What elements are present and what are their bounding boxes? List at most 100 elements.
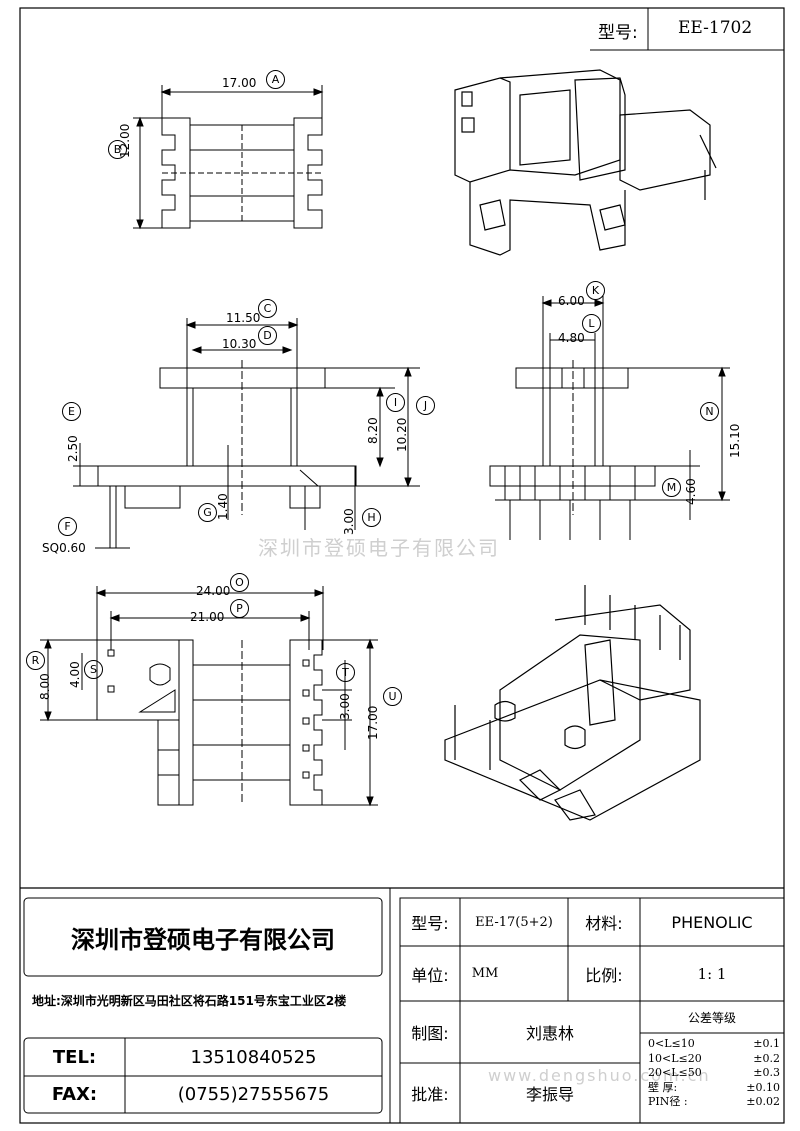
right-flange [293, 117, 323, 229]
pin-square [107, 649, 115, 657]
pin-square [302, 771, 310, 779]
tolerance-value: ±0.02 [746, 1095, 780, 1108]
tel-value: 13510840525 [190, 1046, 317, 1068]
pin-square [302, 689, 310, 697]
side-ribs [504, 466, 636, 500]
tolerance-range: 壁 厚: [648, 1080, 678, 1094]
arrow [160, 88, 171, 96]
dim-s-value: 4.00 [68, 661, 82, 688]
tolerance-row: 壁 厚:±0.10 [648, 1081, 780, 1096]
dim-c-value: 11.50 [226, 311, 261, 325]
arrow [594, 299, 605, 307]
top-view [133, 85, 324, 230]
dim-b-tag: B [108, 140, 127, 159]
arrow [95, 589, 106, 597]
iso2-boss [564, 725, 586, 750]
bottom-view [40, 586, 378, 807]
front-foot [124, 486, 181, 509]
dim-f-value: SQ0.60 [42, 541, 86, 555]
arrow [44, 711, 52, 722]
arrow [404, 477, 412, 488]
iso-pin [699, 134, 717, 169]
bottom-chamfer [138, 689, 176, 713]
iso-top [499, 69, 621, 176]
tolerance-row: 20<L≤50 ±0.3 [648, 1066, 780, 1081]
company-box [23, 897, 383, 977]
title-block-lines [20, 887, 785, 1124]
fax-value: (0755)27555675 [177, 1084, 330, 1105]
iso2-front-pins [454, 705, 491, 770]
arrow [313, 88, 324, 96]
arrow [44, 638, 52, 649]
tolerance-range: PIN径 : [648, 1095, 688, 1108]
fax-label: FAX: [51, 1084, 98, 1105]
pin-square [302, 659, 310, 667]
iso-right-flange [574, 77, 626, 181]
iso2-pins [584, 585, 681, 660]
side-base [489, 465, 656, 487]
dim-k-value: 6.00 [558, 294, 585, 308]
iso2-base [444, 679, 701, 821]
arrow [541, 299, 552, 307]
bottom-left-block [96, 639, 180, 721]
tb-scale-label: 比例: [585, 965, 623, 985]
tolerance-value: ±0.3 [753, 1066, 780, 1079]
tolerance-range: 20<L≤50 [648, 1066, 702, 1079]
arrow [136, 116, 144, 127]
front-view [73, 318, 420, 549]
dim-d-tag: D [258, 326, 277, 345]
dim-p-value: 21.00 [190, 610, 225, 624]
arrow [109, 614, 120, 622]
iso2-foot [518, 769, 562, 801]
pin-bend [299, 469, 319, 487]
dim-h-value: 3.00 [342, 508, 356, 535]
iso-notch [479, 199, 506, 231]
side-view [489, 296, 730, 540]
dim-g-value: 1.40 [216, 493, 230, 520]
pin-square [302, 744, 310, 752]
arrow [376, 386, 384, 397]
watermark-site: www.dengshuo.com.cn [488, 1066, 711, 1085]
arrow [366, 796, 374, 807]
header-model-value: EE-1702 [678, 18, 753, 38]
tolerance-range: 0<L≤10 [648, 1037, 695, 1050]
tolerance-title: 公差等级 [687, 1010, 736, 1025]
iso-view-bottom [444, 585, 701, 821]
arrow [718, 491, 726, 502]
tolerance-row: PIN径 : ±0.02 [648, 1095, 780, 1110]
iso-tab [461, 91, 473, 107]
arrow [718, 366, 726, 377]
side-top-flange [515, 367, 629, 389]
tolerance-row: 10<L≤20 ±0.2 [648, 1052, 780, 1067]
iso2-boss [494, 700, 516, 722]
tolerance-value: ±0.2 [753, 1051, 780, 1065]
tb-drawn-value: 刘惠林 [525, 1024, 574, 1043]
dim-i-value: 8.20 [366, 417, 380, 444]
tolerance-range: 10<L≤20 [648, 1051, 702, 1065]
side-pins [509, 500, 631, 540]
tb-scale-value: 1: 1 [697, 964, 727, 983]
iso2-window [584, 639, 616, 726]
dim-h-tag: H [362, 508, 381, 527]
tb-approve-label: 批准: [411, 1085, 449, 1104]
bottom-boss [149, 663, 171, 686]
dim-i-tag: I [386, 393, 405, 412]
iso-base [469, 182, 626, 256]
header-model-label: 型号: [598, 23, 638, 43]
dim-l-tag: L [582, 314, 601, 333]
iso2-body [499, 634, 641, 791]
dim-l-value: 4.80 [558, 331, 585, 345]
bottom-left-flange [178, 639, 194, 806]
tb-unit-label: 单位: [411, 965, 449, 985]
dim-d-value: 10.30 [222, 337, 257, 351]
tb-unit-value: MM [471, 966, 499, 981]
iso-notch [599, 204, 626, 231]
iso-tab [461, 117, 475, 133]
info-grid [399, 897, 785, 1124]
company-name: 深圳市登硕电子有限公司 [71, 925, 335, 954]
watermark-company: 深圳市登硕电子有限公司 [258, 536, 500, 560]
tb-model-value: EE-17(5+2) [475, 914, 553, 930]
company-address: 地址:深圳市光明新区马田社区将石路151号东宝工业区2楼 [32, 994, 347, 1008]
dim-o-value: 24.00 [196, 584, 231, 598]
tb-approve-value: 李振导 [525, 1085, 574, 1104]
